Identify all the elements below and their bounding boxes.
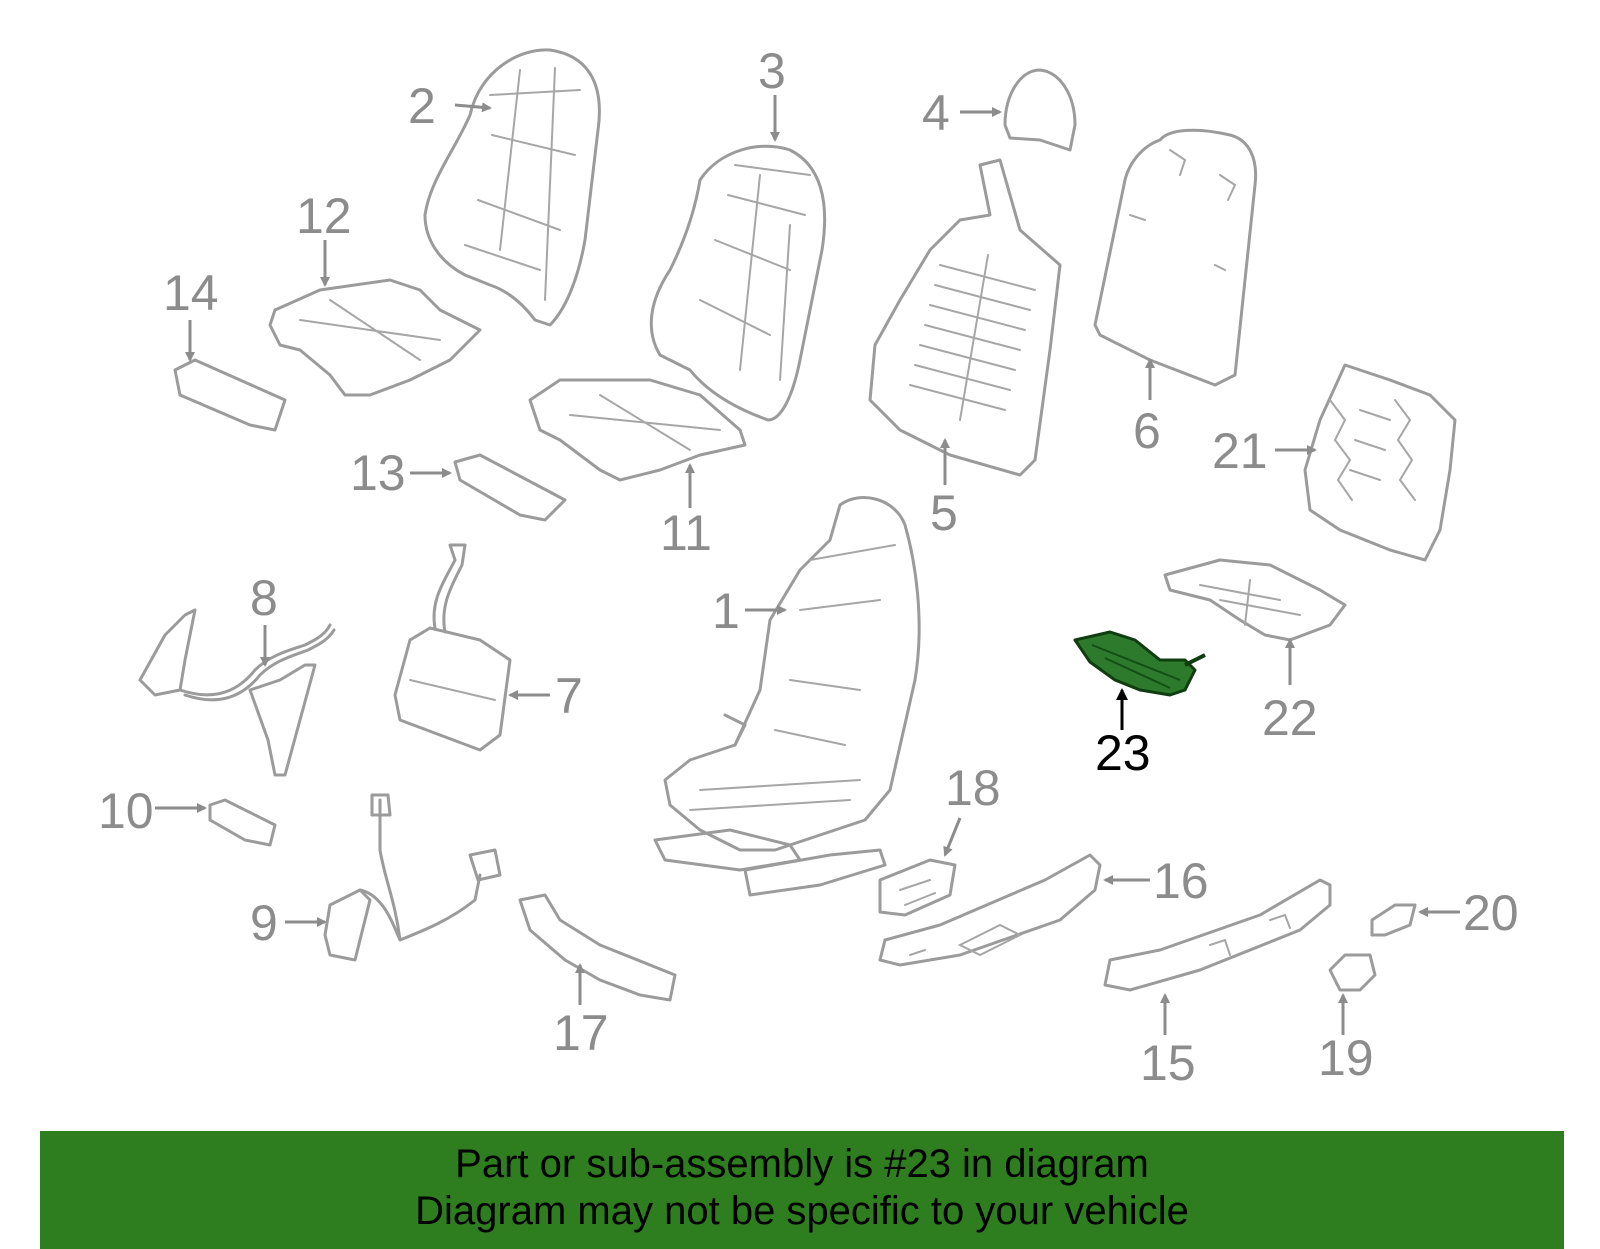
callout-14[interactable]: 14 [163,265,219,321]
banner-line-1: Part or sub-assembly is #23 in diagram [455,1142,1149,1186]
callout-6[interactable]: 6 [1133,403,1161,459]
callout-23[interactable]: 23 [1095,725,1151,781]
part-3-seatback-cover [649,144,827,422]
part-13-trim [453,453,567,522]
part-16-side-trim [878,853,1102,967]
callout-2[interactable]: 2 [408,78,436,134]
part-23-highlighted [1073,630,1206,697]
part-20-cover [1370,903,1417,937]
callout-labels: 2 3 4 12 14 6 21 13 5 11 8 1 7 22 23 18 … [98,43,1519,1091]
part-14-trim [173,358,287,432]
callout-17[interactable]: 17 [553,1005,609,1061]
part-19-knob [1328,953,1377,992]
callout-7[interactable]: 7 [555,668,583,724]
part-15-side-trim [1103,878,1332,992]
part-22-cushion-heater [1163,558,1347,642]
callout-4[interactable]: 4 [922,85,950,141]
callout-22[interactable]: 22 [1262,690,1318,746]
part-12-cushion-cover [268,278,482,397]
callout-12[interactable]: 12 [296,188,352,244]
callout-16[interactable]: 16 [1153,853,1209,909]
part-17-trim-rail [518,893,677,1002]
callout-10[interactable]: 10 [98,783,154,839]
callout-15[interactable]: 15 [1140,1035,1196,1091]
info-banner: Part or sub-assembly is #23 in diagram D… [40,1131,1564,1249]
part-2-seatback-cover [423,48,601,327]
part-1-complete-seat [653,496,921,897]
part-7-airbag [393,543,512,752]
callout-8[interactable]: 8 [250,570,278,626]
callout-21[interactable]: 21 [1212,423,1268,479]
part-8-side-airbag [138,608,336,777]
part-4-headrest [1003,68,1077,152]
callout-13[interactable]: 13 [350,445,406,501]
callout-5[interactable]: 5 [930,485,958,541]
callout-9[interactable]: 9 [250,895,278,951]
part-21-back-heater [1303,363,1457,562]
part-18-switch [878,858,957,917]
banner-line-2: Diagram may not be specific to your vehi… [415,1189,1189,1233]
callout-19[interactable]: 19 [1318,1030,1374,1086]
callout-20[interactable]: 20 [1463,885,1519,941]
callout-3[interactable]: 3 [758,43,786,99]
callout-11[interactable]: 11 [660,505,712,561]
part-6-back-panel [1093,128,1258,387]
part-11-cushion [528,378,747,482]
callout-1[interactable]: 1 [712,583,740,639]
callout-18[interactable]: 18 [945,760,1001,816]
leader-lines [155,95,1460,1035]
part-10-bracket [208,798,277,847]
part-9-harness [323,793,502,962]
part-5-seatback-frame [868,158,1062,477]
